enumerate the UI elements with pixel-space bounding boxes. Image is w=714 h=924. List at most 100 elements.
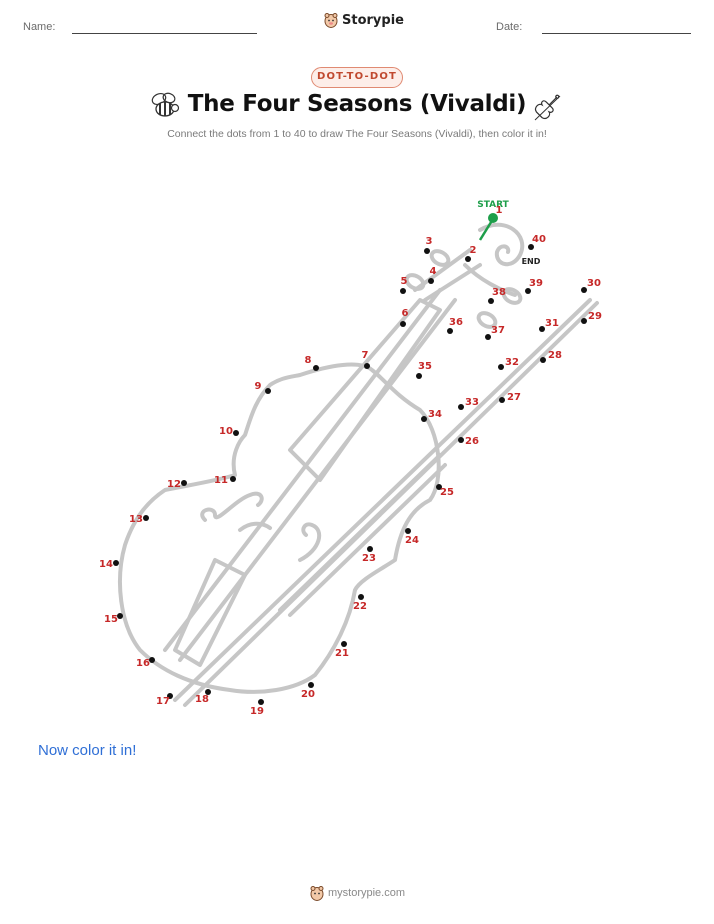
brand-logo: Storypie <box>324 12 404 28</box>
dot-label-12: 12 <box>167 479 181 490</box>
dot-8 <box>313 365 319 371</box>
dot-25 <box>436 484 442 490</box>
brand-name: Storypie <box>342 12 404 28</box>
dot-label-16: 16 <box>136 658 150 669</box>
dot-3 <box>424 248 430 254</box>
dot-36 <box>447 328 453 334</box>
date-field[interactable] <box>542 33 691 34</box>
start-dot <box>488 213 498 223</box>
dot-label-1: 1 <box>496 205 503 216</box>
footer: mystorypie.com <box>310 885 405 901</box>
bee-icon <box>151 92 180 117</box>
dot-label-6: 6 <box>402 308 409 319</box>
dot-12 <box>181 480 187 486</box>
mascot-icon <box>310 886 324 901</box>
dot-29 <box>581 318 587 324</box>
mascot-icon <box>324 13 338 28</box>
dot-19 <box>258 699 264 705</box>
dot-11 <box>230 476 236 482</box>
page-title: The Four Seasons (Vivaldi) <box>187 91 527 117</box>
dot-6 <box>400 321 406 327</box>
dot-27 <box>499 397 505 403</box>
dot-label-3: 3 <box>426 236 433 247</box>
dot-22 <box>358 594 364 600</box>
dot-label-36: 36 <box>449 317 463 328</box>
dot-label-14: 14 <box>99 559 113 570</box>
dot-label-8: 8 <box>305 355 312 366</box>
dot-label-40: 40 <box>532 234 546 245</box>
end-label: END <box>522 257 541 266</box>
dot-label-34: 34 <box>428 409 442 420</box>
violin-icon <box>534 94 561 121</box>
dot-38 <box>488 298 494 304</box>
name-label: Name: <box>23 21 56 33</box>
dot-label-33: 33 <box>465 397 479 408</box>
dot-label-20: 20 <box>301 689 315 700</box>
dot-35 <box>416 373 422 379</box>
dot-14 <box>113 560 119 566</box>
footer-url: mystorypie.com <box>328 887 406 899</box>
dot-label-7: 7 <box>362 350 369 361</box>
dot-5 <box>400 288 406 294</box>
dot-17 <box>167 693 173 699</box>
dot-32 <box>498 364 504 370</box>
dot-33 <box>458 404 464 410</box>
dot-label-11: 11 <box>214 475 228 486</box>
dot-34 <box>421 416 427 422</box>
dot-label-26: 26 <box>465 436 479 447</box>
dot-label-29: 29 <box>588 311 602 322</box>
dot-label-5: 5 <box>401 276 408 287</box>
start-label: START <box>477 200 509 210</box>
dot-label-2: 2 <box>470 245 477 256</box>
dot-label-9: 9 <box>255 381 262 392</box>
dot-label-15: 15 <box>104 614 118 625</box>
dot-20 <box>308 682 314 688</box>
dot-label-21: 21 <box>335 648 349 659</box>
dot-30 <box>581 287 587 293</box>
dot-label-38: 38 <box>492 287 506 298</box>
color-prompt: Now color it in! <box>38 742 137 759</box>
dot-label-31: 31 <box>545 318 559 329</box>
dot-39 <box>525 288 531 294</box>
dot-13 <box>143 515 149 521</box>
date-label: Date: <box>496 21 523 33</box>
dot-label-30: 30 <box>587 278 601 289</box>
dot-label-32: 32 <box>505 357 519 368</box>
dot-21 <box>341 641 347 647</box>
name-field[interactable] <box>72 33 257 34</box>
activity-badge: DOT-TO-DOT <box>311 67 403 88</box>
dot-24 <box>405 528 411 534</box>
dot-label-22: 22 <box>353 601 367 612</box>
dot-label-39: 39 <box>529 278 543 289</box>
dot-37 <box>485 334 491 340</box>
dot-label-35: 35 <box>418 361 432 372</box>
dot-18 <box>205 689 211 695</box>
dot-label-24: 24 <box>405 535 419 546</box>
dot-label-17: 17 <box>156 696 170 707</box>
dot-15 <box>117 613 123 619</box>
instructions: Connect the dots from 1 to 40 to draw Th… <box>167 128 547 140</box>
dot-label-27: 27 <box>507 392 521 403</box>
dot-28 <box>540 357 546 363</box>
dot-31 <box>539 326 545 332</box>
violin-outline <box>118 222 599 707</box>
dot-label-25: 25 <box>440 487 454 498</box>
dot-23 <box>367 546 373 552</box>
dot-26 <box>458 437 464 443</box>
dot-16 <box>149 657 155 663</box>
dot-2 <box>465 256 471 262</box>
dot-label-37: 37 <box>491 325 505 336</box>
dot-10 <box>233 430 239 436</box>
dot-9 <box>265 388 271 394</box>
dot-4 <box>428 278 434 284</box>
dot-label-18: 18 <box>195 694 209 705</box>
dot-label-19: 19 <box>250 706 264 717</box>
dot-label-28: 28 <box>548 350 562 361</box>
dot-label-10: 10 <box>219 426 233 437</box>
dot-label-4: 4 <box>430 266 437 277</box>
start-marker: START END <box>477 200 541 266</box>
dot-label-13: 13 <box>129 514 143 525</box>
dot-label-23: 23 <box>362 553 376 564</box>
